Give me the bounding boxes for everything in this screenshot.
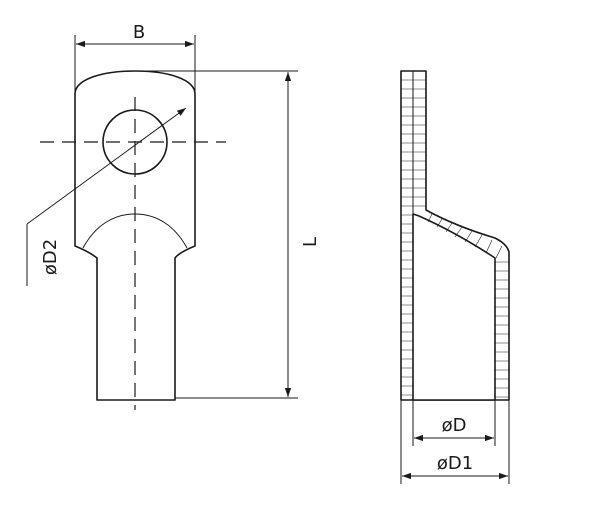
dim-d2-leader [26,107,187,225]
dim-d1-label: øD1 [437,453,473,474]
dim-d2-label: øD2 [40,239,61,275]
side-inner-bore [412,213,496,401]
dim-b-label: B [133,22,145,43]
front-view: B L øD2 [26,22,321,410]
side-wall-hatching [401,79,509,398]
side-section-view: øD øD1 [400,70,510,484]
dim-d-label: øD [442,415,467,436]
dim-l-label: L [300,237,321,247]
